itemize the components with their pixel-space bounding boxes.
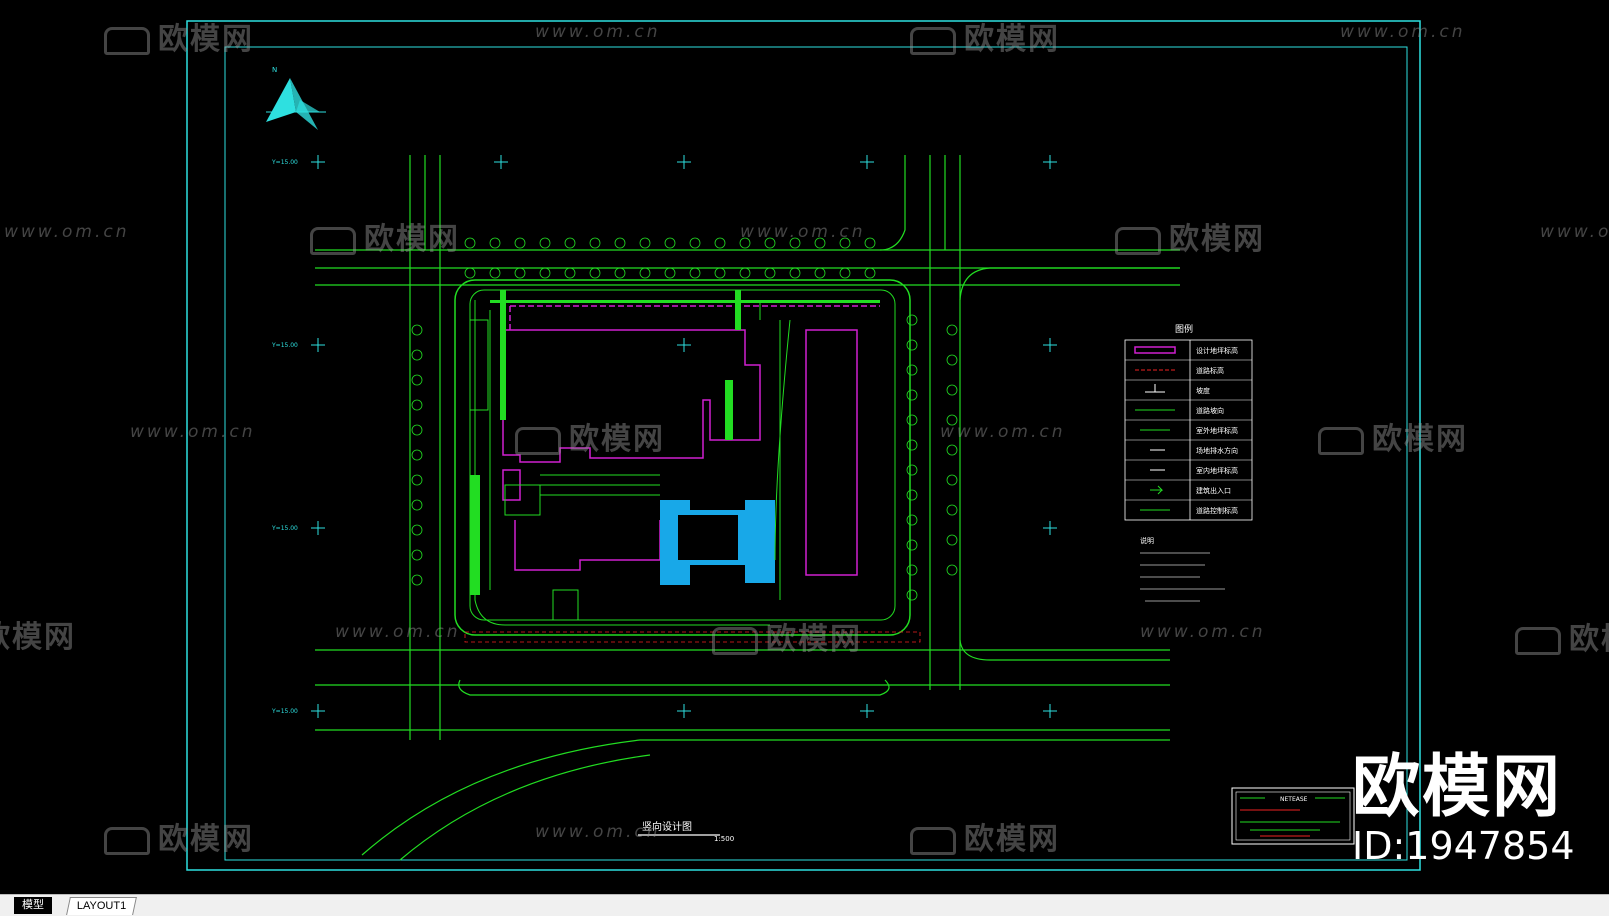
model-id: ID:1947854 (1352, 824, 1575, 868)
title-block: NETEASE (1231, 787, 1355, 845)
watermark-logo: 欧模网 (0, 620, 76, 655)
watermark-url: www.om.cn (1140, 622, 1266, 642)
sofa-logo-icon (1115, 226, 1161, 255)
watermark-url: www.om.cn (335, 622, 461, 642)
svg-text:道路坡向: 道路坡向 (1196, 406, 1224, 415)
watermark-url: www.om.cn (1340, 22, 1466, 42)
sofa-logo-icon (104, 26, 150, 55)
sofa-logo-icon (1318, 426, 1364, 455)
legend-table: 图例 设计地坪标高 道路标高 (1124, 323, 1253, 521)
watermark-url: www.om.cn (535, 22, 661, 42)
street-trees (411, 237, 958, 601)
svg-text:Y=15.00: Y=15.00 (271, 159, 298, 166)
svg-text:1:500: 1:500 (714, 835, 734, 843)
watermark-logo: 欧模网 (515, 414, 665, 458)
highlighted-building (660, 500, 775, 585)
watermark-logo: 欧模网 (910, 14, 1060, 58)
watermark-logo: 欧模网 (104, 814, 254, 858)
watermark-logo: 欧模网 (1515, 614, 1609, 658)
svg-text:建筑出入口: 建筑出入口 (1196, 486, 1231, 495)
site-paths (469, 300, 791, 626)
svg-text:Y=15.00: Y=15.00 (271, 342, 298, 349)
watermark-logo: 欧模网 (1318, 414, 1468, 458)
grid-labels: Y=15.00 Y=15.00 Y=15.00 Y=15.00 (271, 159, 298, 715)
north-arrow-icon: N (266, 66, 326, 130)
svg-text:Y=15.00: Y=15.00 (271, 708, 298, 715)
watermark-logo: 欧模网 (1115, 214, 1265, 258)
sheet-inner-border (224, 46, 1408, 861)
site-plan-drawing: Y=15.00 Y=15.00 Y=15.00 Y=15.00 N (186, 20, 1421, 871)
watermark-logo: 欧模网 (310, 214, 460, 258)
tab-layout1-label: LAYOUT1 (76, 900, 127, 912)
drawing-title: 竖向设计图 1:500 (638, 820, 734, 843)
tab-layout1[interactable]: LAYOUT1 (66, 897, 138, 915)
tab-model[interactable]: 模型 (14, 897, 52, 914)
roads (315, 155, 1180, 861)
watermark-url: www.om.cn (940, 422, 1066, 442)
sofa-logo-icon (910, 826, 956, 855)
site-inner-line (469, 289, 896, 621)
sofa-logo-icon (1515, 626, 1561, 655)
watermark-url: www.om.cn (535, 822, 661, 842)
sofa-logo-icon (910, 26, 956, 55)
watermark-url: www.om.cn (4, 222, 130, 242)
watermark-logo: 欧模网 (104, 14, 254, 58)
svg-text:室外地坪标高: 室外地坪标高 (1196, 426, 1238, 435)
brand-overlay: 欧模网 ID:1947854 (1352, 748, 1575, 869)
svg-text:道路标高: 道路标高 (1196, 366, 1224, 375)
svg-text:坡度: 坡度 (1196, 386, 1210, 395)
sofa-logo-icon (104, 826, 150, 855)
svg-text:说明: 说明 (1140, 536, 1154, 545)
svg-text:设计地坪标高: 设计地坪标高 (1196, 346, 1238, 355)
sofa-logo-icon (712, 626, 758, 655)
svg-text:场地排水方向: 场地排水方向 (1196, 446, 1238, 455)
design-notes: 说明 (1140, 536, 1225, 602)
watermark-logo: 欧模网 (910, 814, 1060, 858)
svg-text:N: N (272, 66, 277, 74)
watermark-url: www.om.cn (1540, 222, 1609, 242)
cad-drawing-canvas[interactable]: Y=15.00 Y=15.00 Y=15.00 Y=15.00 N (0, 0, 1609, 894)
svg-text:图例: 图例 (1175, 323, 1193, 335)
watermark-logo: 欧模网 (712, 614, 862, 658)
watermark-url: www.om.cn (740, 222, 866, 242)
site-boundary (454, 279, 911, 636)
sofa-logo-icon (515, 426, 561, 455)
svg-text:NETEASE: NETEASE (1280, 796, 1308, 803)
svg-text:室内地坪标高: 室内地坪标高 (1196, 466, 1238, 475)
svg-text:Y=15.00: Y=15.00 (271, 525, 298, 532)
svg-text:道路控制标高: 道路控制标高 (1196, 506, 1238, 515)
sofa-logo-icon (310, 226, 356, 255)
sheet-outer-border (186, 20, 1421, 871)
red-line (464, 631, 921, 643)
layout-tab-bar: 模型 LAYOUT1 (0, 894, 1609, 916)
green-strips (470, 290, 880, 595)
svg-text:竖向设计图: 竖向设计图 (642, 820, 692, 833)
watermark-url: www.om.cn (130, 422, 256, 442)
brand-name: 欧模网 (1352, 748, 1563, 827)
